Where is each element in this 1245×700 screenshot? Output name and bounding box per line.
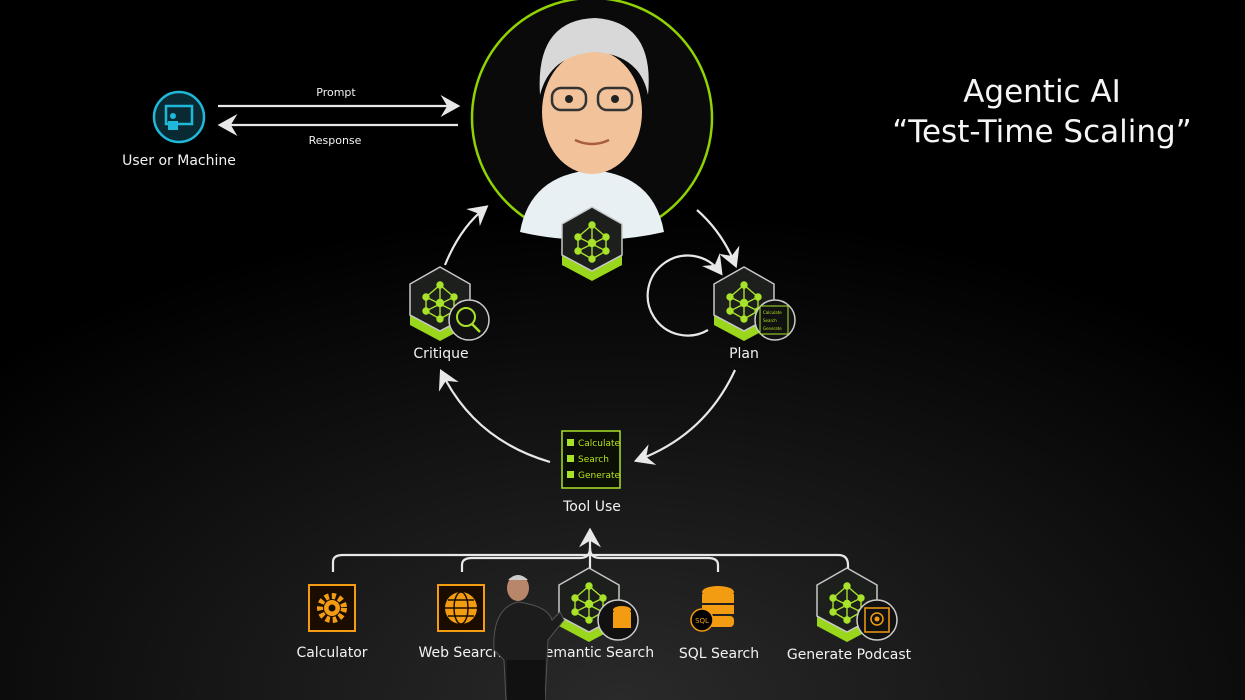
svg-text:Calculate: Calculate (763, 310, 782, 315)
title-line-2: “Test-Time Scaling” (892, 114, 1192, 150)
plan-self-loop-arrow (646, 253, 723, 337)
critique-label: Critique (413, 346, 468, 362)
agent-avatar (470, 0, 714, 240)
tool-item: Search (578, 455, 609, 465)
tool-use-label: Tool Use (562, 499, 621, 515)
tool-generate-podcast-label: Generate Podcast (787, 647, 912, 663)
svg-text:Search: Search (763, 318, 777, 323)
tool-semantic-search-label: Semantic Search (536, 645, 654, 661)
podcast-icon (856, 599, 898, 641)
plan-label: Plan (729, 346, 759, 362)
plan-to-tool-arrow (633, 369, 736, 465)
title-line-1: Agentic AI (963, 74, 1121, 110)
agent-to-plan-arrow (696, 209, 740, 269)
tool-calculator-label: Calculator (296, 645, 367, 661)
critique-to-agent-arrow (443, 205, 489, 266)
prompt-label: Prompt (316, 86, 356, 99)
tool-to-critique-arrow (438, 369, 551, 464)
globe-icon (437, 584, 485, 632)
presenter (493, 575, 565, 700)
svg-text:Generate: Generate (763, 326, 782, 331)
tool-web-search-label: Web Search (418, 645, 501, 661)
magnifier-chart-icon (448, 299, 490, 341)
gear-icon (308, 584, 356, 632)
user-label: User or Machine (122, 153, 236, 169)
svg-text:SQL: SQL (695, 617, 709, 625)
checklist-icon: Calculate Search Generate (754, 299, 796, 341)
tool-use-checklist: Calculate Search Generate (561, 430, 621, 489)
computer-user-icon (152, 90, 206, 144)
tool-tree-connectors (331, 527, 850, 572)
tool-item: Calculate (578, 439, 620, 449)
sql-database-icon: SQL (690, 586, 734, 632)
tool-sql-search-label: SQL Search (679, 646, 759, 662)
database-badge (597, 599, 639, 641)
tool-item: Generate (578, 471, 620, 481)
response-label: Response (309, 134, 362, 147)
